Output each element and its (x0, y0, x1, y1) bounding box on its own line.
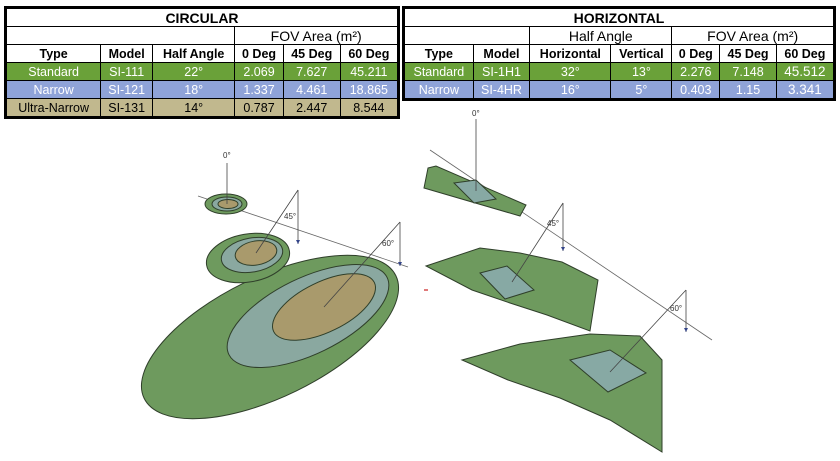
sensor-line-45 (255, 189, 299, 254)
row-45deg: 7.627 (282, 62, 341, 81)
row-60deg: 3.341 (775, 80, 836, 100)
table-row: Ultra-Narrow SI-131 14° 0.787 2.447 8.54… (4, 98, 400, 118)
col-60deg: 60 Deg (339, 44, 400, 63)
ellipse-inner (217, 199, 239, 209)
arrow-icon (398, 262, 402, 266)
horizontal-title: HORIZONTAL (403, 7, 835, 27)
row-vertical: 5° (610, 80, 673, 100)
row-0deg: 2.276 (671, 62, 721, 81)
horizontal-fov-header: FOV Area (m²) (671, 26, 835, 45)
half-angle-header: Half Angle (529, 26, 673, 45)
row-45deg: 4.461 (282, 80, 341, 99)
circular-label-45: 45° (284, 212, 296, 221)
col-0deg: 0 Deg (671, 44, 721, 63)
arrow-icon (684, 328, 688, 332)
table-row: Narrow SI-4HR 16° 5° 0.403 1.15 3.341 (403, 80, 836, 100)
horizontal-label-45: 45° (547, 219, 559, 228)
horizontal-45deg-footprint (424, 247, 599, 332)
footprint-outer (460, 333, 663, 453)
circular-45deg-footprint (205, 232, 291, 284)
row-model: SI-1H1 (472, 62, 531, 81)
circular-label-60: 60° (382, 239, 394, 248)
horizontal-table: HORIZONTAL Half Angle FOV Area (m²) Type… (402, 6, 836, 101)
row-horizontal: 32° (529, 62, 612, 81)
circular-0deg-footprint (204, 193, 248, 215)
row-0deg: 0.403 (671, 80, 721, 100)
row-horizontal: 16° (529, 80, 612, 100)
table-row: Narrow SI-121 18° 1.337 4.461 18.865 (4, 80, 400, 99)
horizontal-header-blank (402, 26, 531, 45)
row-45deg: 2.447 (282, 98, 341, 118)
circular-header-blank (4, 26, 236, 45)
row-model: SI-4HR (472, 80, 531, 100)
circular-label-0: 0° (223, 151, 231, 160)
circular-fov-header: FOV Area (m²) (234, 26, 399, 45)
row-type: Standard (4, 62, 102, 81)
row-half-angle: 22° (152, 62, 236, 81)
sensor-line-60 (323, 221, 401, 308)
row-60deg: 8.544 (339, 98, 400, 118)
row-model: SI-131 (100, 98, 154, 118)
footprint-inner (452, 179, 498, 204)
arrow-icon (296, 240, 300, 244)
footprint-inner (568, 349, 648, 393)
col-type: Type (4, 44, 102, 63)
row-60deg: 45.211 (339, 62, 400, 81)
horizontal-label-60: 60° (670, 304, 682, 313)
circular-sensor-lines (226, 163, 401, 308)
table-row: Standard SI-1H1 32° 13° 2.276 7.148 45.5… (403, 62, 836, 81)
row-type: Standard (403, 62, 474, 81)
row-60deg: 45.512 (775, 62, 836, 81)
col-45deg: 45 Deg (282, 44, 341, 63)
row-vertical: 13° (610, 62, 673, 81)
horizontal-60deg-footprint (460, 333, 663, 453)
sensor-line-45 (511, 202, 564, 283)
col-45deg: 45 Deg (719, 44, 777, 63)
horizontal-0deg-footprint (423, 165, 527, 217)
col-half-angle: Half Angle (152, 44, 236, 63)
row-0deg: 2.069 (234, 62, 284, 81)
sensor-line-60 (609, 289, 687, 373)
horizontal-sensor-lines (475, 119, 687, 373)
row-type: Ultra-Narrow (4, 98, 102, 118)
col-model: Model (472, 44, 531, 63)
row-45deg: 7.148 (719, 62, 777, 81)
col-horizontal: Horizontal (529, 44, 612, 63)
footprint-inner (479, 265, 535, 300)
arrow-icon (561, 247, 565, 251)
row-type: Narrow (403, 80, 474, 100)
col-60deg: 60 Deg (775, 44, 836, 63)
circular-table: CIRCULAR FOV Area (m²) Type Model Half A… (4, 6, 400, 119)
col-0deg: 0 Deg (234, 44, 284, 63)
horizontal-label-0: 0° (472, 109, 480, 118)
row-0deg: 0.787 (234, 98, 284, 118)
